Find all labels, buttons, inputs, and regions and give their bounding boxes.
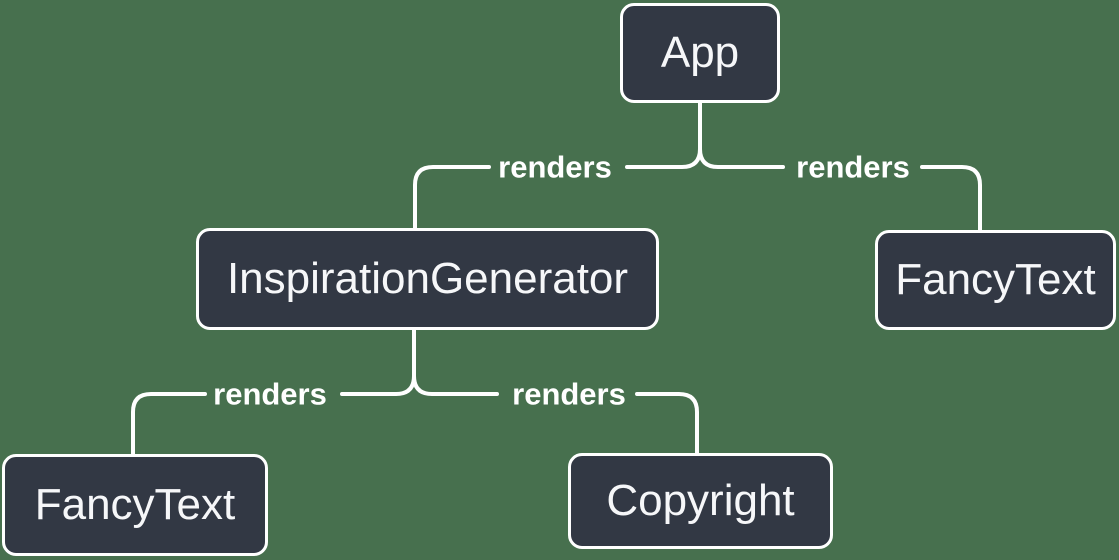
connector-to-fancy-text-bottom <box>131 392 207 457</box>
edge-label-renders-app-inspiration: renders <box>498 149 612 185</box>
edge-label-renders-app-fancytext: renders <box>796 149 910 185</box>
connector-to-copyright <box>635 392 699 457</box>
connector-app-fork-right <box>698 147 785 169</box>
connector-to-inspiration-generator <box>413 165 491 231</box>
node-inspiration-generator: InspirationGenerator <box>196 228 659 330</box>
connector-inspiration-fork-right <box>412 374 499 396</box>
node-copyright: Copyright <box>568 453 833 549</box>
connector-inspiration-fork-left <box>340 374 416 396</box>
node-fancy-text-top: FancyText <box>875 230 1116 330</box>
edge-label-renders-inspiration-fancytext: renders <box>213 376 327 412</box>
edge-label-renders-inspiration-copyright: renders <box>512 376 626 412</box>
node-app: App <box>620 3 780 103</box>
node-fancy-text-bottom: FancyText <box>2 454 268 556</box>
connector-to-fancy-text-top <box>920 165 982 233</box>
connector-app-fork-left <box>625 147 702 169</box>
